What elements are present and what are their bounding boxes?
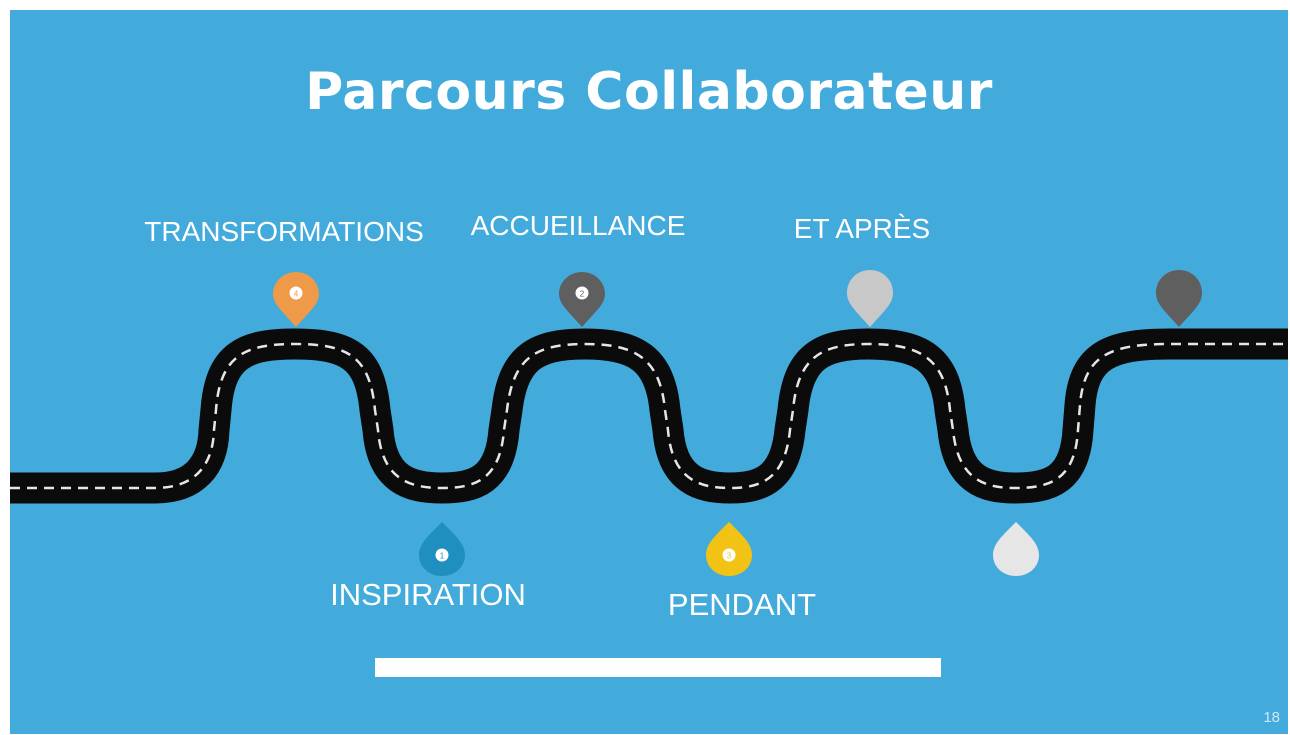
svg-text:1: 1: [440, 552, 445, 561]
horizontal-bar: [375, 658, 941, 677]
drop-icon-inspiration: 1: [419, 522, 465, 576]
svg-text:4: 4: [294, 290, 299, 299]
stage-label-accueillance: ACCUEILLANCE: [470, 210, 686, 241]
svg-text:3: 3: [727, 552, 732, 561]
drop-icon-pendant: 3: [706, 522, 752, 576]
svg-text:2: 2: [580, 290, 585, 299]
slide-title: Parcours Collaborateur: [305, 62, 993, 122]
slide: Parcours Collaborateur 4 2 1: [10, 10, 1288, 734]
page-number: 18: [1263, 709, 1280, 726]
stage-label-pendant: PENDANT: [667, 587, 817, 622]
drop-icon-final: [993, 522, 1039, 576]
pin-icon-final: [1156, 270, 1202, 327]
pin-icon-et-apres: [847, 270, 893, 327]
road-diagram: 4 2 1 3: [10, 270, 1288, 576]
stage-label-transformations: TRANSFORMATIONS: [144, 216, 424, 247]
stage-label-inspiration: INSPIRATION: [330, 577, 526, 612]
road-center-dashes: [10, 342, 1288, 490]
pin-icon-accueillance: 2: [559, 272, 605, 327]
stage-label-et-apres: ET APRÈS: [793, 213, 931, 244]
pin-icon-transformations: 4: [273, 272, 319, 327]
